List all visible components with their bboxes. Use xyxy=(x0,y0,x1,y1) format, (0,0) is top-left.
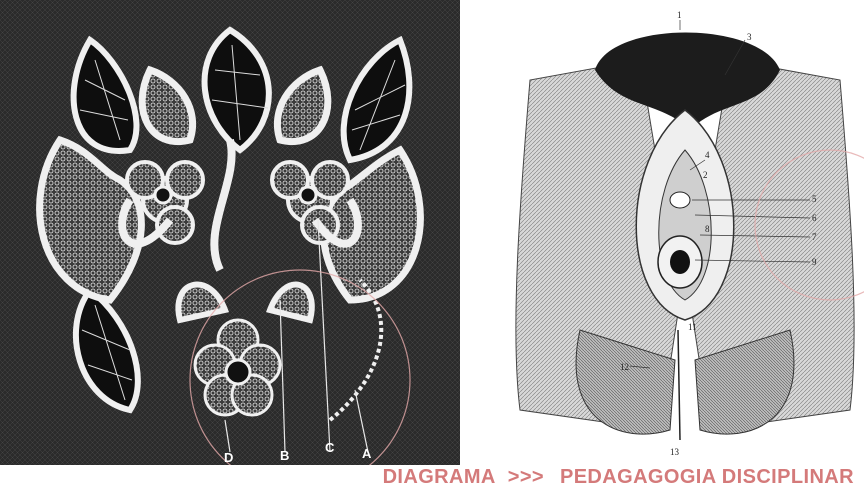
lace-pattern-image: D B C A xyxy=(0,0,460,465)
lace-pattern-drawing: D B C A xyxy=(0,0,460,465)
label-3: 3 xyxy=(747,32,752,42)
anatomical-engraving-image: 1 3 4 2 5 6 7 8 9 11 12 13 xyxy=(500,0,864,470)
label-2a: 2 xyxy=(703,170,708,180)
label-a: A xyxy=(362,446,372,461)
label-6: 6 xyxy=(812,213,817,223)
label-12: 12 xyxy=(620,362,629,372)
label-7: 7 xyxy=(812,232,817,242)
caption-arrows: >>> xyxy=(508,466,544,489)
label-d: D xyxy=(224,450,233,465)
label-11: 11 xyxy=(688,322,697,332)
label-8: 8 xyxy=(705,224,710,234)
label-c: C xyxy=(325,440,335,455)
label-5: 5 xyxy=(812,194,817,204)
anatomical-engraving-drawing: 1 3 4 2 5 6 7 8 9 11 12 13 xyxy=(500,0,864,470)
label-1: 1 xyxy=(677,10,682,20)
caption-left: DIAGRAMA xyxy=(383,466,496,489)
label-4: 4 xyxy=(705,150,710,160)
label-b: B xyxy=(280,448,289,463)
label-13: 13 xyxy=(670,447,680,457)
caption: DIAGRAMA >>> PEDAGAGOGIA DISCIPLINAR xyxy=(383,466,854,489)
label-9: 9 xyxy=(812,257,817,267)
caption-right: PEDAGAGOGIA DISCIPLINAR xyxy=(560,466,854,489)
